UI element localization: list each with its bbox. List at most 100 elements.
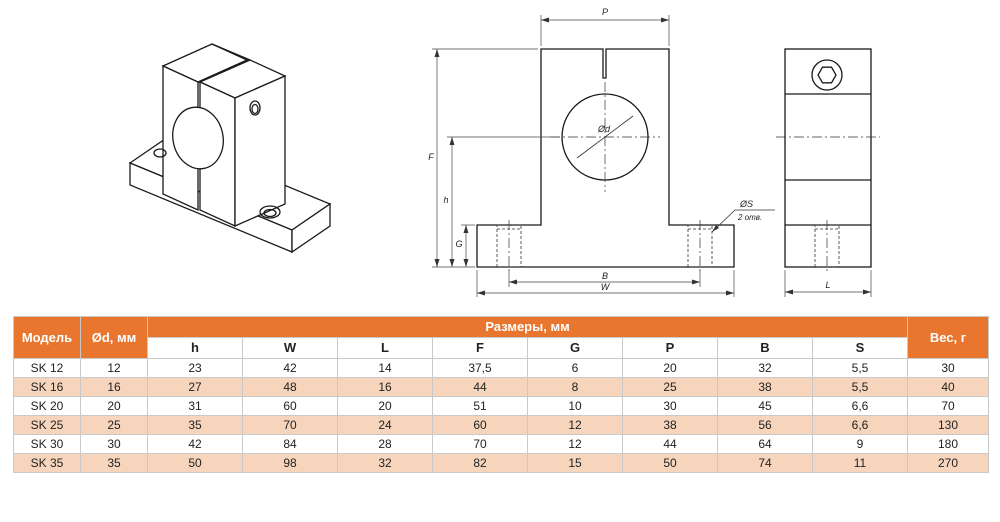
table-cell: 12 [527,434,623,454]
table-cell: 60 [242,396,338,416]
table-cell: 12 [80,358,148,378]
header-diameter: Ød, мм [80,316,148,359]
table-cell: 23 [147,358,243,378]
table-cell: SK 12 [13,358,81,378]
table-cell: 82 [432,453,528,473]
table-cell: 56 [717,415,813,435]
table-cell: 20 [622,358,718,378]
dim-b-label: B [602,271,608,281]
table-cell: 70 [907,396,989,416]
table-cell: SK 16 [13,377,81,397]
table-cell: SK 35 [13,453,81,473]
table-cell: 25 [80,415,148,435]
table-cell: 25 [622,377,718,397]
specification-table: Модель Ød, мм Размеры, мм Вес, г h W L F… [13,316,989,473]
table-cell: 51 [432,396,528,416]
table-cell: SK 30 [13,434,81,454]
table-cell: 40 [907,377,989,397]
table-cell: 44 [622,434,718,454]
table-cell: 6,6 [812,415,908,435]
table-cell: 50 [622,453,718,473]
table-cell: 74 [717,453,813,473]
sub-header-l: L [337,337,433,359]
table-cell: 28 [337,434,433,454]
table-cell: 70 [432,434,528,454]
table-cell: 16 [337,377,433,397]
sub-header-w: W [242,337,338,359]
isometric-view [128,43,332,254]
table-cell: 44 [432,377,528,397]
bore-diameter-label: Ød [597,124,611,134]
table-cell: 180 [907,434,989,454]
table-cell: 32 [337,453,433,473]
dim-p-label: P [602,7,608,17]
hole-count-label: 2 отв. [737,213,762,222]
sub-header-h: h [147,337,243,359]
table-cell: 27 [147,377,243,397]
technical-drawing: P F h G B W [128,7,880,297]
header-weight: Вес, г [907,316,989,359]
table-cell: 42 [147,434,243,454]
table-cell: 5,5 [812,358,908,378]
table-cell: 50 [147,453,243,473]
table-cell: 6,6 [812,396,908,416]
table-cell: 11 [812,453,908,473]
table-cell: 30 [80,434,148,454]
table-cell: 6 [527,358,623,378]
table-cell: 42 [242,358,338,378]
table-cell: 37,5 [432,358,528,378]
table-cell: 38 [717,377,813,397]
sub-header-s: S [812,337,908,359]
table-cell: 98 [242,453,338,473]
table-cell: 14 [337,358,433,378]
table-cell: 64 [717,434,813,454]
dim-g-label: G [455,239,462,249]
table-cell: 31 [147,396,243,416]
sub-header-g: G [527,337,623,359]
table-cell: 8 [527,377,623,397]
sub-header-b: B [717,337,813,359]
sub-header-p: P [622,337,718,359]
table-cell: 35 [147,415,243,435]
table-cell: 5,5 [812,377,908,397]
table-cell: 24 [337,415,433,435]
dim-l-label: L [825,280,830,290]
table-cell: 20 [80,396,148,416]
table-cell: 15 [527,453,623,473]
header-dimensions: Размеры, мм [147,316,908,338]
sub-header-f: F [432,337,528,359]
table-cell: 70 [242,415,338,435]
hole-diameter-label: ØS [739,199,753,209]
table-cell: 32 [717,358,813,378]
table-cell: 60 [432,415,528,435]
table-cell: 84 [242,434,338,454]
table-cell: 35 [80,453,148,473]
table-cell: 48 [242,377,338,397]
table-cell: SK 20 [13,396,81,416]
table-cell: 270 [907,453,989,473]
table-cell: 130 [907,415,989,435]
header-model: Модель [13,316,81,359]
table-cell: 30 [622,396,718,416]
table-cell: 10 [527,396,623,416]
dim-f-label: F [428,152,434,162]
table-cell: 45 [717,396,813,416]
table-cell: 12 [527,415,623,435]
table-cell: 9 [812,434,908,454]
table-cell: 30 [907,358,989,378]
side-view: L [776,48,880,297]
table-cell: 16 [80,377,148,397]
table-cell: SK 25 [13,415,81,435]
dim-h-label: h [443,195,448,205]
table-cell: 20 [337,396,433,416]
table-cell: 38 [622,415,718,435]
dim-w-label: W [601,282,611,292]
front-view: P F h G B W [428,7,775,297]
